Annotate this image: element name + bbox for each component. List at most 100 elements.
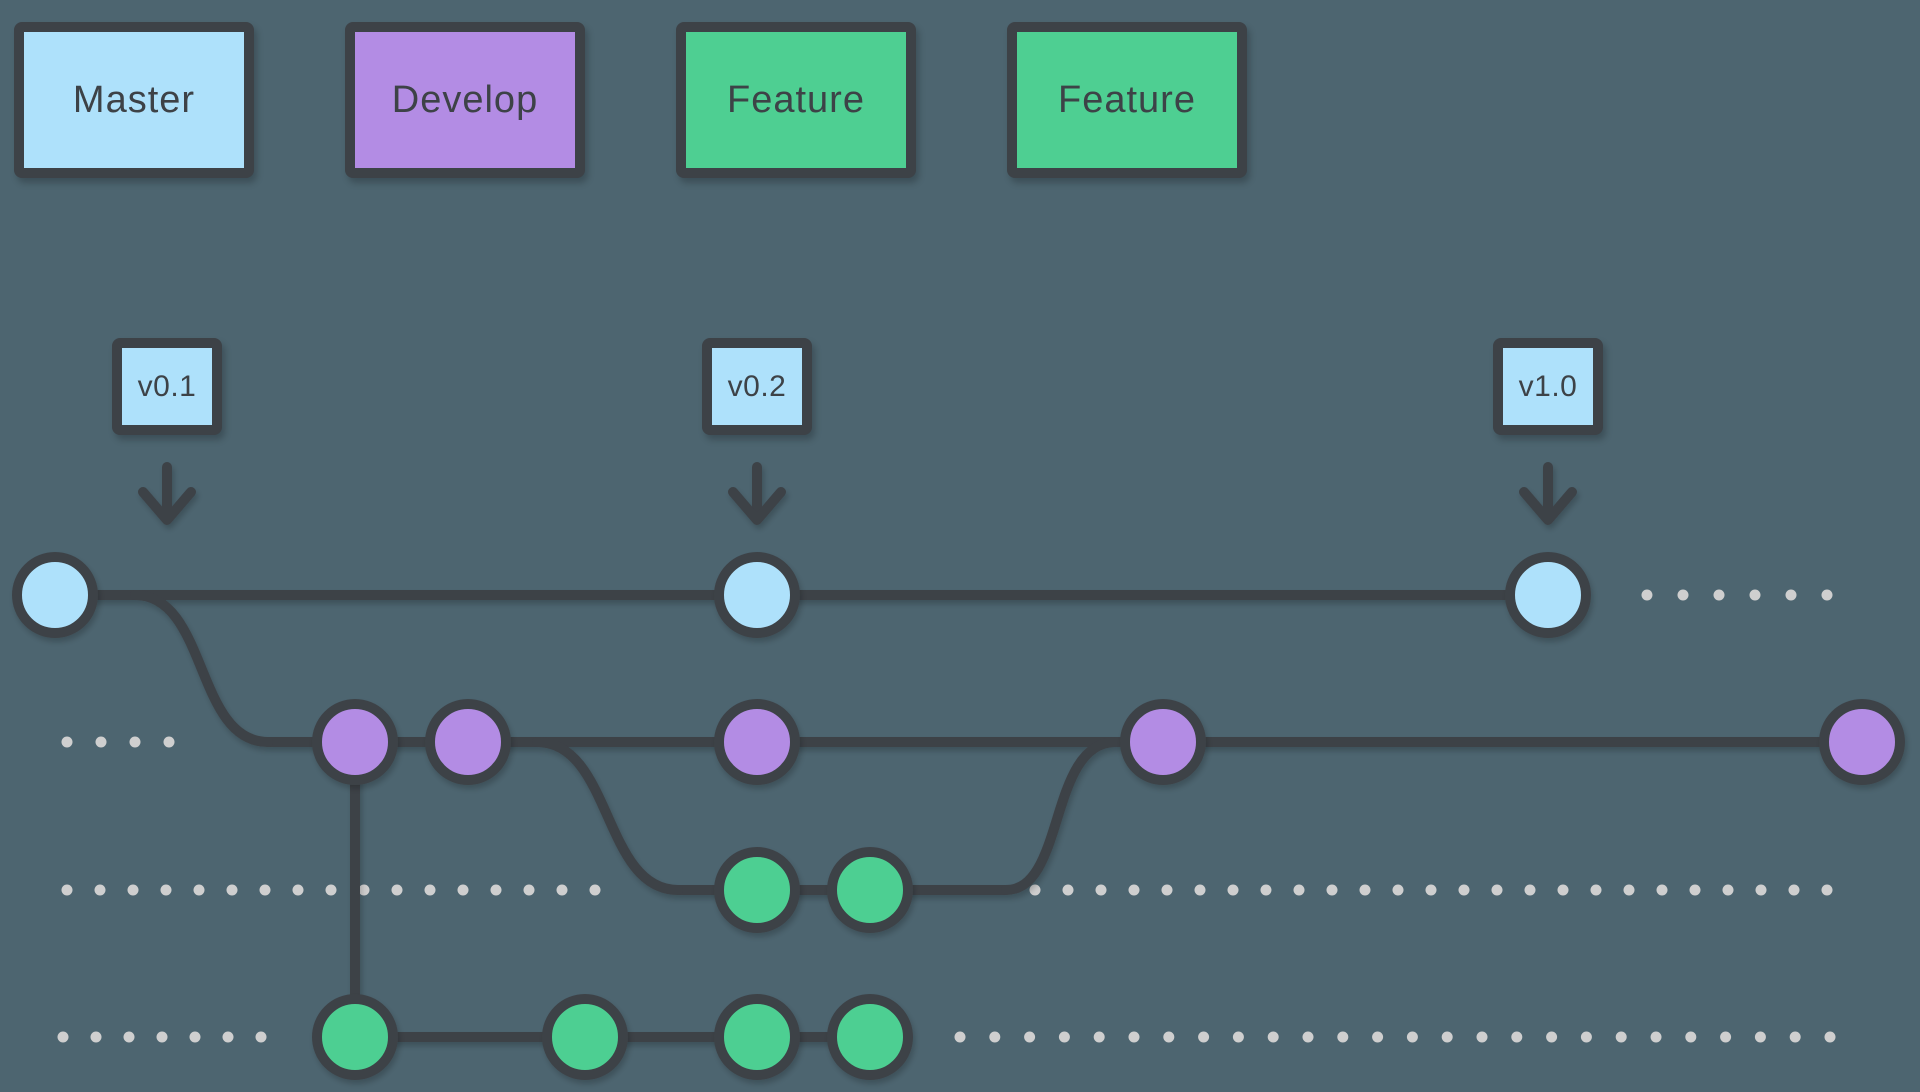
feature-a-future-dots (1293, 884, 1305, 896)
legend-label-feature-2: Feature (1058, 78, 1196, 121)
feature-a-future-dots (1788, 884, 1800, 896)
feature-a-future-dots (1722, 884, 1734, 896)
commit-node-develop (312, 699, 398, 785)
feature-a-future-dots (1425, 884, 1437, 896)
commit-node-master (714, 552, 800, 638)
feature-a-past-dots (490, 884, 502, 896)
legend-item-feature-2: Feature (1007, 22, 1247, 178)
branch-lines (50, 462, 1867, 1042)
feature-b-future-dots (1232, 1031, 1244, 1043)
commit-nodes (12, 552, 1905, 1080)
feature-a-future-dots (1359, 884, 1371, 896)
feature-b-future-dots (989, 1031, 1001, 1043)
commit-node-feature-a (714, 847, 800, 933)
master-future-dots (1821, 589, 1833, 601)
feature-a-future-dots (1458, 884, 1470, 896)
feature-a-future-dots (1260, 884, 1272, 896)
feature-a-future-dots (1755, 884, 1767, 896)
feature-b-future-dots (1546, 1031, 1558, 1043)
feature-b-past-dots (255, 1031, 267, 1043)
feature-b-future-dots (1337, 1031, 1349, 1043)
feature-a-past-dots (358, 884, 370, 896)
version-tag-v1.0: v1.0 (1493, 338, 1603, 435)
feature-a-past-dots (391, 884, 403, 896)
feature-b-future-dots (954, 1031, 966, 1043)
feature-a-future-dots (1590, 884, 1602, 896)
feature-a-future-dots (1689, 884, 1701, 896)
feature-a-past-dots (94, 884, 106, 896)
tag-arrow-head (1519, 487, 1577, 525)
commit-node-feature-a (827, 847, 913, 933)
master-future-dots (1677, 589, 1689, 601)
feature-b-past-dots (189, 1031, 201, 1043)
feature-a-past-dots (226, 884, 238, 896)
feature-b-future-dots (1024, 1031, 1036, 1043)
feature-a-past-dots (424, 884, 436, 896)
version-tag-v0.2: v0.2 (702, 338, 812, 435)
feature-b-future-dots (1267, 1031, 1279, 1043)
feature-a-future-dots (1557, 884, 1569, 896)
feature-a-future-dots (1491, 884, 1503, 896)
feature-b-future-dots (1441, 1031, 1453, 1043)
feature-b-future-dots (1580, 1031, 1592, 1043)
feature-b-past-dots (90, 1031, 102, 1043)
feature-a-past-dots (325, 884, 337, 896)
version-tag-v0.1: v0.1 (112, 338, 222, 435)
tag-arrow-head (728, 487, 786, 525)
feature-b-future-dots (1615, 1031, 1627, 1043)
feature-a-future-dots (1524, 884, 1536, 896)
master-future-dots (1713, 589, 1725, 601)
feature-a-past-dots (61, 884, 73, 896)
tag-arrow-head (138, 487, 196, 525)
feature-b-future-dots (1685, 1031, 1697, 1043)
feature-b-future-dots (1163, 1031, 1175, 1043)
feature-b-past-dots (57, 1031, 69, 1043)
develop-to-feature-a-branch (532, 737, 683, 895)
feature-a-future-dots (1656, 884, 1668, 896)
feature-b-future-dots (1128, 1031, 1140, 1043)
legend-label-feature-1: Feature (727, 78, 865, 121)
feature-b-future-dots (1058, 1031, 1070, 1043)
commit-node-feature-b (714, 994, 800, 1080)
version-tag-label: v0.1 (137, 369, 197, 403)
version-tag-label: v1.0 (1518, 369, 1578, 403)
feature-a-past-dots (292, 884, 304, 896)
feature-b-future-dots (1302, 1031, 1314, 1043)
master-future-dots (1785, 589, 1797, 601)
feature-b-future-dots (1198, 1031, 1210, 1043)
commit-node-develop (425, 699, 511, 785)
develop-past-dots (61, 736, 73, 748)
branch-continuation-dots (57, 589, 1836, 1043)
feature-b-future-dots (1789, 1031, 1801, 1043)
version-tag-label: v0.2 (727, 369, 787, 403)
feature-b-future-dots (1511, 1031, 1523, 1043)
commit-node-feature-b (542, 994, 628, 1080)
commit-node-develop (1819, 699, 1905, 785)
commit-node-feature-b (827, 994, 913, 1080)
feature-a-past-dots (160, 884, 172, 896)
develop-past-dots (163, 736, 175, 748)
commit-node-develop (714, 699, 800, 785)
legend-label-master: Master (72, 78, 196, 121)
feature-a-past-dots (127, 884, 139, 896)
legend-item-master: Master (14, 22, 254, 178)
feature-a-future-dots (1029, 884, 1041, 896)
feature-b-future-dots (1406, 1031, 1418, 1043)
commit-node-develop (1120, 699, 1206, 785)
legend-label-develop: Develop (391, 78, 539, 121)
feature-a-future-dots (1095, 884, 1107, 896)
feature-a-to-develop-merge (1001, 737, 1121, 895)
feature-a-past-dots (556, 884, 568, 896)
feature-b-future-dots (1720, 1031, 1732, 1043)
feature-a-future-dots (1623, 884, 1635, 896)
master-future-dots (1641, 589, 1653, 601)
feature-b-future-dots (1824, 1031, 1836, 1043)
legend-item-feature-1: Feature (676, 22, 916, 178)
feature-b-past-dots (222, 1031, 234, 1043)
feature-a-past-dots (589, 884, 601, 896)
commit-node-master (12, 552, 98, 638)
develop-past-dots (95, 736, 107, 748)
legend-item-develop: Develop (345, 22, 585, 178)
feature-a-past-dots (457, 884, 469, 896)
